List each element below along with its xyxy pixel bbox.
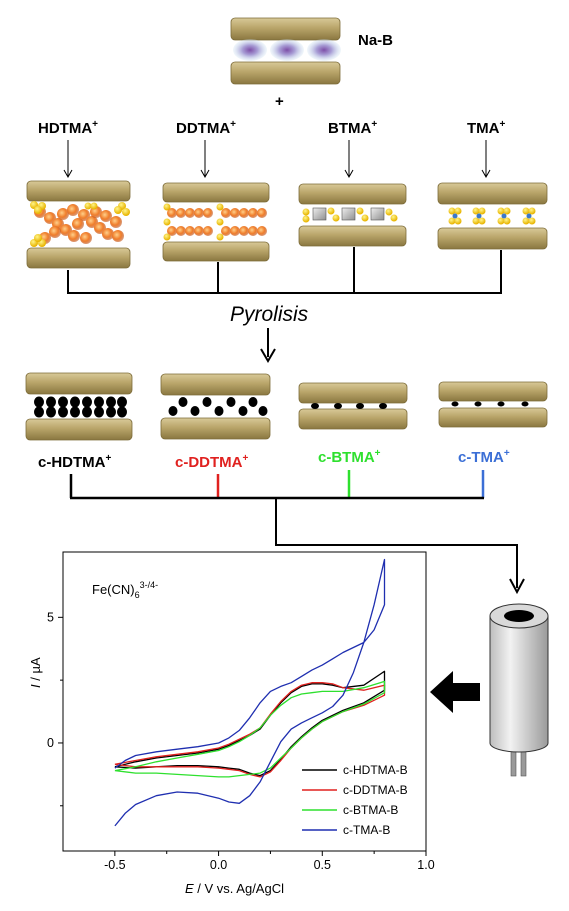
carbon-particles — [451, 401, 529, 407]
surfactant-label-hdtma: HDTMA+ — [38, 119, 98, 137]
hdtma-clay — [26, 180, 131, 269]
product-label-c-btma: c-BTMA+ — [318, 448, 381, 466]
ddtma-chains — [167, 208, 267, 236]
clay-plate-top — [160, 373, 271, 396]
clay-plate-bottom — [162, 241, 270, 262]
legend-label-c-btma-b: c-BTMA-B — [343, 803, 398, 817]
clay-plate-top — [437, 182, 548, 205]
na-b-clay — [230, 17, 341, 85]
plus-sign: + — [275, 93, 284, 110]
carbon-particles — [311, 403, 387, 409]
chart-annotation: Fe(CN)63-/4- — [92, 580, 158, 600]
clay-plate-bottom — [298, 225, 407, 247]
product-label-c-tma: c-TMA+ — [458, 448, 510, 466]
product-label-c-ddtma: c-DDTMA+ — [175, 453, 249, 471]
legend-label-c-ddtma-b: c-DDTMA-B — [343, 783, 408, 797]
surfactant-label-ddtma: DDTMA+ — [176, 119, 236, 137]
intercalation-arrows — [63, 140, 491, 179]
arrow-to-chart-icon — [430, 671, 480, 713]
x-tick-label: -0.5 — [104, 858, 126, 872]
clay-plate-top — [26, 180, 131, 202]
carbon-particles — [168, 397, 268, 416]
clay-plate-top — [438, 381, 548, 402]
tma-cations — [448, 207, 536, 225]
clay-plate-top — [298, 183, 407, 205]
pyrolysis-arrow — [260, 328, 276, 363]
y-tick-label: 0 — [47, 736, 54, 750]
electrode-bracket — [69, 470, 525, 595]
c-ddtma-clay — [160, 373, 271, 440]
series-layer — [114, 558, 386, 827]
clay-plate-bottom — [160, 417, 271, 440]
tma-clay — [437, 182, 548, 250]
clay-plate-top — [162, 182, 270, 203]
legend-label-c-tma-b: c-TMA-B — [343, 823, 390, 837]
clay-plate-top — [298, 382, 408, 404]
clay-plate-bottom — [230, 61, 341, 85]
clay-plate-bottom — [437, 227, 548, 250]
x-tick-label: 0.0 — [210, 858, 227, 872]
cyclic-voltammogram-chart: -0.5 0.0 0.5 1.0 0 5 Fe(CN)63-/4- E / V vs. A… — [28, 551, 435, 896]
btma-clay — [298, 183, 407, 247]
plot-frame — [62, 551, 427, 852]
c-hdtma-clay — [25, 372, 133, 441]
electrode-icon — [489, 603, 549, 777]
legend-label-c-hdtma-b: c-HDTMA-B — [343, 763, 408, 777]
clay-plate-top — [25, 372, 133, 395]
series-line-c-tma-b — [114, 558, 386, 827]
x-tick-label: 1.0 — [417, 858, 434, 872]
carbon-particles — [34, 396, 127, 418]
x-tick-label: 0.5 — [314, 858, 331, 872]
clay-plate-bottom — [298, 408, 408, 430]
series-line-c-btma-b — [114, 680, 386, 778]
ddtma-clay — [162, 182, 270, 262]
pyrolysis-bracket — [67, 247, 502, 294]
chart-legend: c-HDTMA-B c-DDTMA-B c-BTMA-B c-TMA-B — [302, 763, 408, 837]
na-b-label: Na-B — [358, 32, 393, 49]
hdtma-chains — [34, 204, 124, 244]
clay-plate-bottom — [438, 407, 548, 428]
btma-benzyl-groups — [302, 207, 398, 223]
clay-plate-bottom — [25, 418, 133, 441]
x-axis-label: E / V vs. Ag/AgCl — [185, 881, 284, 896]
series-line-c-hdtma-b — [114, 670, 386, 777]
y-tick-label: 5 — [47, 610, 54, 624]
clay-plate-top — [230, 17, 341, 41]
y-axis-label: I / µA — [28, 657, 43, 688]
clay-plate-bottom — [26, 247, 131, 269]
c-btma-clay — [298, 382, 408, 430]
c-tma-clay — [438, 381, 548, 428]
axis-ticks: -0.5 0.0 0.5 1.0 0 5 — [47, 610, 435, 872]
surfactant-label-tma: TMA+ — [467, 119, 506, 137]
sodium-cations — [233, 39, 341, 61]
surfactant-label-btma: BTMA+ — [328, 119, 377, 137]
product-label-c-hdtma: c-HDTMA+ — [38, 453, 112, 471]
pyrolysis-label: Pyrolisis — [230, 303, 309, 326]
